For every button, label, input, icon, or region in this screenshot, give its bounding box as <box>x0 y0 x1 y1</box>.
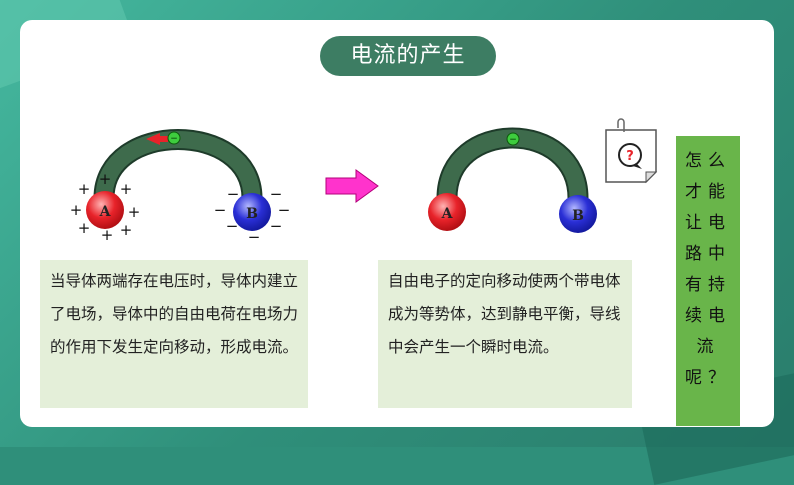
minus-sign: − <box>214 201 227 219</box>
positive-charges: + + + + + + + + <box>70 170 141 244</box>
sphere-a-label: A <box>99 204 112 220</box>
question-mark: ? <box>626 149 634 164</box>
question-box: 怎么才能让电路中有持续电流呢？ <box>676 136 740 426</box>
plus-sign: + <box>101 226 114 244</box>
electron-icon <box>506 132 520 146</box>
sphere-a <box>428 193 466 231</box>
sphere-b <box>233 193 271 231</box>
minus-sign: − <box>278 201 291 219</box>
speech-bubble-icon <box>618 143 642 167</box>
plus-sign: + <box>99 170 112 188</box>
diagram-left: − A B + + + + + + + + − − − − − − − <box>70 129 291 246</box>
minus-sign: − <box>248 228 261 246</box>
sphere-b <box>559 195 597 233</box>
minus-sign: − <box>270 217 283 235</box>
diagram-right: − A B <box>428 127 597 233</box>
sphere-a <box>86 191 124 229</box>
plus-sign: + <box>120 221 133 239</box>
question-note-icon: ? <box>605 118 658 184</box>
plus-sign: + <box>128 203 141 221</box>
electron-label: − <box>509 135 517 145</box>
sphere-a-label: A <box>441 206 454 222</box>
slide-title: 电流的产生 <box>320 36 496 76</box>
negative-charges: − − − − − − − <box>214 185 291 246</box>
plus-sign: + <box>70 201 83 219</box>
electron-icon <box>167 131 181 145</box>
electron-label: − <box>170 134 178 144</box>
explanation-text-middle: 自由电子的定向移动使两个带电体成为等势体，达到静电平衡，导线中会产生一个瞬时电流… <box>378 260 632 408</box>
plus-sign: + <box>78 219 91 237</box>
plus-sign: + <box>120 180 133 198</box>
paperclip-icon <box>617 118 625 132</box>
minus-sign: − <box>226 217 239 235</box>
sphere-b-label: B <box>572 208 584 224</box>
sphere-b-label: B <box>246 206 258 222</box>
minus-sign: − <box>270 185 283 203</box>
minus-sign: − <box>227 185 240 203</box>
diagram-canvas: − A B + + + + + + + + − − − − − − − <box>70 118 658 246</box>
current-arrow-icon <box>146 133 160 145</box>
transition-arrow-icon <box>325 169 379 203</box>
current-arrow-shaft <box>158 136 168 142</box>
plus-sign: + <box>78 180 91 198</box>
explanation-text-left: 当导体两端存在电压时，导体内建立了电场，导体中的自由电荷在电场力的作用下发生定向… <box>40 260 308 408</box>
